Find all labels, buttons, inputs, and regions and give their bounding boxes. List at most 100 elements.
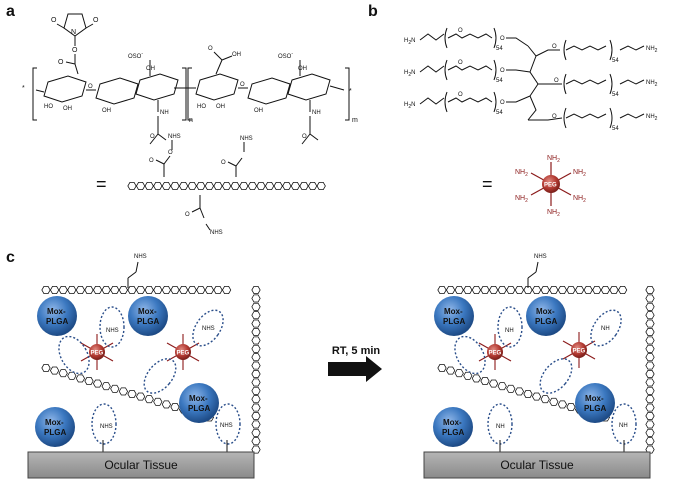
after-ocular-tissue [423,451,651,479]
before-vertical-chain-hexagon [251,311,261,320]
after-diagonal-chain-hexagon [463,371,473,380]
before-top-chain-hexagon [127,286,137,294]
after-bead-2-line1: Mox- [536,307,555,316]
before-top-chain-hexagon [118,286,128,294]
after-diagonal-chain-hexagon [540,395,550,404]
before-top-chain-hexagon [187,286,197,294]
before-nhs-1: NHS [106,328,119,334]
before-top-chain-hexagon [213,286,223,294]
simplified-backbone-hexagon [204,182,214,190]
after-top-chain-hexagon [583,286,593,294]
succinimide-ring: N O O O O [51,13,99,75]
branch1-c-o: O [168,150,173,156]
after-bead-3-line2: PLGA [584,404,606,413]
after-top-chain-hexagon [532,286,542,294]
before-diagonal-chain-hexagon [75,374,85,383]
ring4-ho: HO [197,104,206,110]
after-diagonal-chain-hexagon [446,366,456,375]
ring5-o-link: O [240,82,245,88]
after-top-chain-hexagon [592,286,602,294]
succinimide-o-right: O [93,17,99,24]
simplified-backbone-hexagon [161,182,171,190]
before-diagonal-chain-hexagon [84,377,94,385]
after-bead-3-line1: Mox- [585,394,604,403]
before-top-chain-hexagon [136,286,146,294]
before-bead-3-line1: Mox- [189,394,208,403]
ring4-carboxyl-o: O [208,46,213,52]
before-top-chain-hexagon [161,286,171,294]
before-bead-1-line1: Mox- [47,307,66,316]
sugar-ring-6: OSO- OH NH O [278,51,345,145]
after-top-chain-hexagon [557,286,567,294]
carbonyl-o: O [58,59,64,66]
simplified-backbone-hexagon [187,182,197,190]
before-vertical-chain-hexagon [251,286,261,294]
ring5-oh: OH [254,108,263,114]
after-top-chain-hexagon [549,286,559,294]
ring2-o-link: O [88,84,93,90]
before-vertical-chain-hexagon [251,302,261,311]
after-vertical-chain-hexagon [645,403,655,412]
ha-nhs-structure: N O O O O n m * * OH HO [22,13,358,236]
after-diagonal-chain-hexagon [532,392,542,401]
panel-a-letter: a [6,3,15,20]
before-bead-3-line2: PLGA [188,404,210,413]
before-vertical-chain-hexagon [251,353,261,362]
after-bead-2: Mox- PLGA [526,296,566,336]
before-top-chain-hexagon [222,286,232,294]
before-vertical-chain-hexagon [251,294,261,303]
ring4-carboxyl-oh: OH [232,52,241,58]
after-vertical-chain-hexagon [645,328,655,336]
right-arm3-o: O [552,114,557,120]
before-dotted-4 [143,358,177,394]
before-top-chain-hexagon [75,286,85,294]
left-arm3-o2: O [500,100,505,106]
before-bead-2-line2: PLGA [137,317,159,326]
after-bead-4-line1: Mox- [443,418,462,427]
simplified-backbone-hexagon [239,182,249,190]
before-scene: NHS Mox- PLGA Mox- PLGA Mox- PLGA Mox- P… [27,254,261,479]
panel-b-letter: b [368,3,378,20]
left-arm3-h2n: H2N [404,102,415,110]
ring4-oh: OH [216,104,225,110]
before-vertical-chain-hexagon [251,319,261,328]
ring3-amide-o: O [150,134,155,140]
after-diagonal-chain-hexagon [557,400,567,409]
simplified-backbone-hexagon [179,182,189,190]
before-nhs-2: NHS [202,326,215,332]
after-dotted-3 [590,309,622,347]
after-vertical-chain-hexagon [645,428,655,437]
after-top-chain-hexagon [618,286,628,294]
before-top-chain-hexagon [170,286,180,294]
ring6-oso3: OSO- [278,51,293,60]
after-vertical-chain-hexagon [645,286,655,294]
after-peg-2-label: PEG [573,348,586,354]
before-bead-1-line2: PLGA [46,317,68,326]
after-top-chain-hexagon [437,286,447,294]
right-arm3-repeat: 54 [612,126,619,132]
simplified-backbone [127,182,326,190]
before-vertical-chain-hexagon [251,412,261,420]
left-arm2-repeat: 54 [496,78,503,84]
after-vertical-chain-hexagon [645,353,655,362]
before-tissue-label: Ocular Tissue [104,458,178,472]
after-diagonal-chain-hexagon [497,382,507,391]
simplified-backbone-hexagon [247,182,257,190]
simplified-backbone-hexagon [196,182,206,190]
left-arms: H2N O 54 O H2N O 54 O H2N O [404,27,531,116]
left-arm2-o: O [458,60,463,66]
after-vertical-chain-hexagon [645,370,655,378]
after-top-chain-hexagon [463,286,473,294]
after-diagonal-chain-hexagon [471,374,481,383]
before-diagonal-chain-hexagon [101,382,111,391]
after-vertical-chain-hexagon [645,386,655,395]
arrow-shape [328,356,382,382]
before-peg-1-label: PEG [91,350,104,356]
chain-end-left: * [22,85,25,92]
ring6-amide-o: O [302,134,307,140]
sugar-ring-1: OH HO [35,75,87,112]
after-bead-3: Mox- PLGA [575,383,615,423]
before-vertical-chain [251,286,261,454]
after-top-chain [437,286,628,294]
